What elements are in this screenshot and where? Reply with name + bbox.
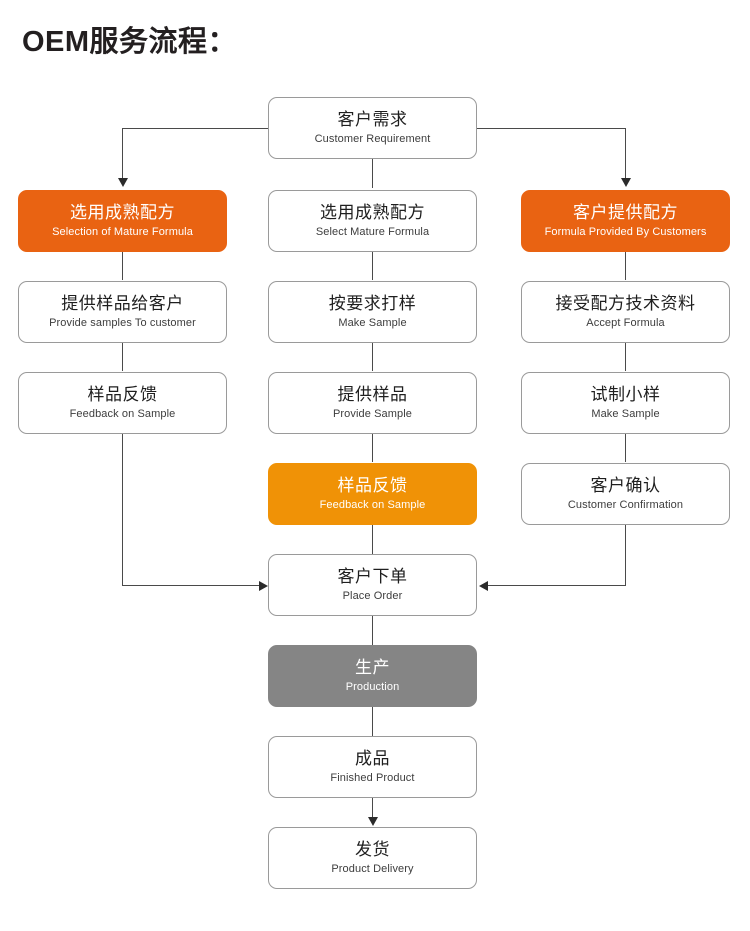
node-provide-samples-to-customer-en: Provide samples To customer: [49, 317, 196, 330]
connector-center-3-to-4: [372, 343, 373, 371]
node-feedback-on-sample-center-en: Feedback on Sample: [319, 499, 426, 512]
node-customer-requirement[interactable]: 客户需求 Customer Requirement: [268, 97, 477, 159]
node-finished-product-en: Finished Product: [330, 772, 415, 785]
node-formula-provided-by-customers[interactable]: 客户提供配方 Formula Provided By Customers: [521, 190, 730, 252]
node-provide-sample-center-cn: 提供样品: [337, 384, 408, 404]
node-make-sample-center[interactable]: 按要求打样 Make Sample: [268, 281, 477, 343]
node-select-mature-formula-cn: 选用成熟配方: [320, 202, 425, 222]
connector-right-3-to-4: [625, 343, 626, 371]
node-finished-product[interactable]: 成品 Finished Product: [268, 736, 477, 798]
node-accept-formula[interactable]: 接受配方技术资料 Accept Formula: [521, 281, 730, 343]
connector-right-4-to-5: [625, 434, 626, 462]
connector-requirement-to-center: [372, 158, 373, 188]
connector-center-2-to-3: [372, 252, 373, 280]
node-make-sample-right[interactable]: 试制小样 Make Sample: [521, 372, 730, 434]
node-feedback-on-sample-left-cn: 样品反馈: [87, 384, 158, 404]
node-selection-of-mature-formula-cn: 选用成熟配方: [70, 202, 175, 222]
connector-right-2-to-3: [625, 252, 626, 280]
page-title: OEM服务流程：: [22, 26, 238, 58]
node-customer-requirement-en: Customer Requirement: [314, 133, 431, 146]
node-place-order-en: Place Order: [342, 590, 403, 603]
node-feedback-on-sample-center[interactable]: 样品反馈 Feedback on Sample: [268, 463, 477, 525]
node-feedback-on-sample-center-cn: 样品反馈: [337, 475, 408, 495]
node-select-mature-formula-en: Select Mature Formula: [315, 226, 430, 239]
node-make-sample-right-cn: 试制小样: [590, 384, 661, 404]
connector-left-3-to-4: [122, 343, 123, 371]
node-finished-product-cn: 成品: [355, 748, 390, 768]
arrowhead-left-into-place-order: [259, 581, 268, 591]
connector-left-to-order-across: [122, 585, 262, 586]
node-accept-formula-en: Accept Formula: [586, 317, 665, 330]
connector-right-to-order-across: [486, 585, 626, 586]
connector-production-to-finished: [372, 707, 373, 737]
node-customer-confirmation-cn: 客户确认: [590, 475, 661, 495]
node-provide-samples-to-customer-cn: 提供样品给客户: [61, 293, 184, 313]
node-customer-confirmation-en: Customer Confirmation: [567, 499, 684, 512]
arrowhead-to-product-delivery: [368, 817, 378, 826]
arrowhead-to-formula-provided: [621, 178, 631, 187]
connector-left-2-to-3: [122, 252, 123, 280]
node-select-mature-formula[interactable]: 选用成熟配方 Select Mature Formula: [268, 190, 477, 252]
arrowhead-to-selection-mature-formula: [118, 178, 128, 187]
node-place-order-cn: 客户下单: [337, 566, 408, 586]
node-place-order[interactable]: 客户下单 Place Order: [268, 554, 477, 616]
node-make-sample-center-cn: 按要求打样: [328, 293, 417, 313]
node-provide-sample-center-en: Provide Sample: [332, 408, 413, 421]
node-product-delivery[interactable]: 发货 Product Delivery: [268, 827, 477, 889]
node-make-sample-right-en: Make Sample: [591, 408, 660, 421]
connector-branch-right-down: [625, 128, 626, 180]
node-feedback-on-sample-left-en: Feedback on Sample: [69, 408, 176, 421]
connector-center-feedback-to-order: [372, 525, 373, 557]
node-product-delivery-cn: 发货: [355, 839, 390, 859]
node-production-en: Production: [345, 681, 400, 694]
connector-left-to-order-down: [122, 434, 123, 585]
node-provide-samples-to-customer[interactable]: 提供样品给客户 Provide samples To customer: [18, 281, 227, 343]
node-production[interactable]: 生产 Production: [268, 645, 477, 707]
connector-order-to-production: [372, 615, 373, 645]
connector-right-to-order-down: [625, 525, 626, 585]
node-customer-confirmation[interactable]: 客户确认 Customer Confirmation: [521, 463, 730, 525]
node-make-sample-center-en: Make Sample: [338, 317, 407, 330]
connector-center-4-to-5: [372, 434, 373, 462]
node-feedback-on-sample-left[interactable]: 样品反馈 Feedback on Sample: [18, 372, 227, 434]
node-provide-sample-center[interactable]: 提供样品 Provide Sample: [268, 372, 477, 434]
node-formula-provided-by-customers-cn: 客户提供配方: [573, 202, 678, 222]
connector-finished-to-delivery: [372, 798, 373, 820]
node-product-delivery-en: Product Delivery: [331, 863, 414, 876]
arrowhead-right-into-place-order: [479, 581, 488, 591]
node-customer-requirement-cn: 客户需求: [337, 109, 408, 129]
node-accept-formula-cn: 接受配方技术资料: [555, 293, 696, 313]
node-production-cn: 生产: [355, 657, 390, 677]
node-selection-of-mature-formula-en: Selection of Mature Formula: [52, 226, 193, 239]
connector-branch-left-down: [122, 128, 123, 180]
node-selection-of-mature-formula[interactable]: 选用成熟配方 Selection of Mature Formula: [18, 190, 227, 252]
node-formula-provided-by-customers-en: Formula Provided By Customers: [544, 226, 707, 239]
